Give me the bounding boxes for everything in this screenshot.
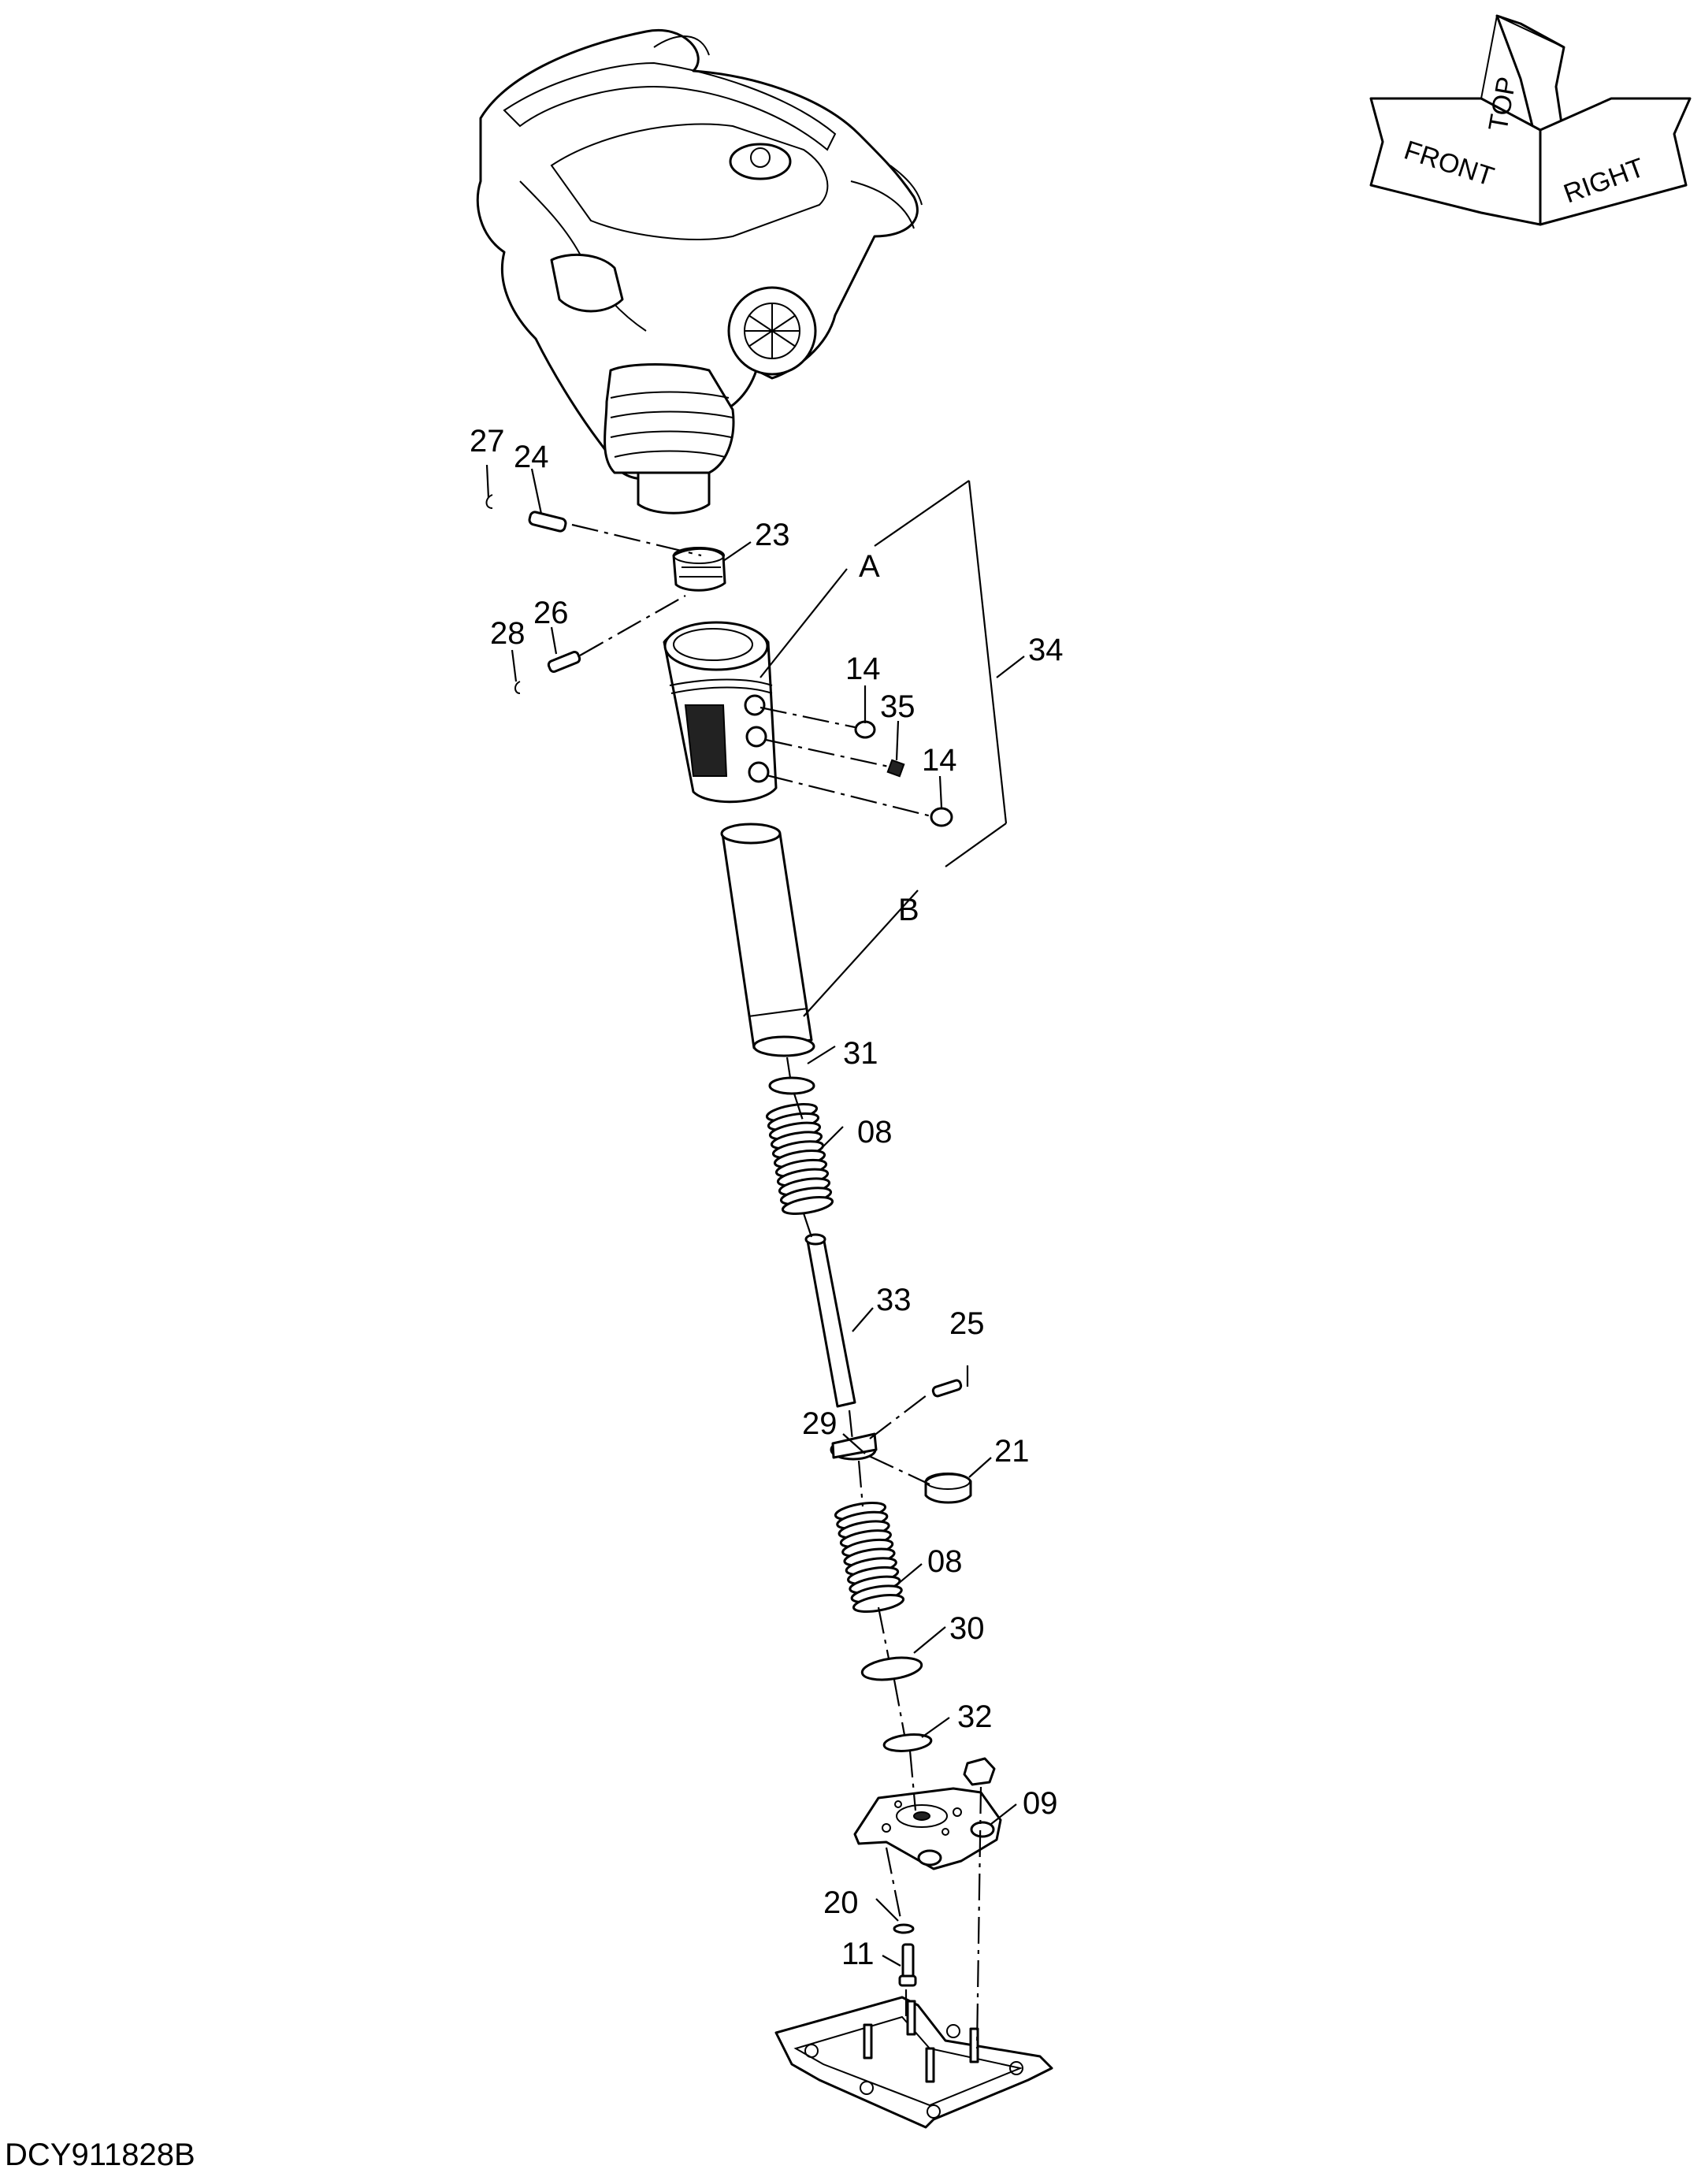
callout-14-upper: 14 [845, 652, 881, 686]
part-09-base-plate [853, 1787, 1002, 1870]
callout-34: 34 [1028, 633, 1064, 667]
callout-08-lower: 08 [927, 1544, 963, 1579]
callout-09: 09 [1023, 1786, 1058, 1821]
part-32-plate [882, 1733, 933, 1752]
center-lines [571, 523, 982, 2049]
part-26-pin [547, 651, 581, 673]
part-08-spring-lower [834, 1502, 905, 1613]
callout-30: 30 [949, 1611, 985, 1646]
part-30-oring [860, 1656, 923, 1681]
spring-coil [781, 1196, 834, 1215]
callout-25: 25 [949, 1306, 985, 1341]
callout-08-upper: 08 [857, 1115, 893, 1150]
callout-21: 21 [994, 1434, 1030, 1469]
part-33-rod [804, 1233, 856, 1408]
part-21-ring [924, 1473, 972, 1504]
part-27-clip [485, 494, 493, 509]
drawing-id: DCY911828B [5, 2138, 195, 2172]
part-23-bushing [672, 547, 726, 592]
hex-nut [963, 1757, 996, 1786]
part-25-pin [931, 1379, 963, 1398]
part-11-bolt [898, 1943, 917, 1987]
part-08-spring-upper [765, 1103, 834, 1215]
callout-24: 24 [514, 440, 549, 474]
foot-plate [774, 1996, 1053, 2129]
leader-lines [485, 464, 1025, 1967]
part-28-clip [514, 681, 521, 694]
callout-14-lower: 14 [922, 743, 957, 778]
callout-23: 23 [755, 518, 790, 552]
part-14-plug-lower [930, 807, 953, 827]
callout-35: 35 [880, 689, 915, 724]
part-31-washer [768, 1076, 815, 1095]
callout-B: B [898, 893, 919, 927]
callout-31: 31 [843, 1036, 878, 1071]
guide-tube [720, 823, 815, 1057]
part-29-collar [830, 1432, 878, 1461]
orientation-indicator: TOP FRONT RIGHT [1369, 14, 1692, 226]
cylinder-housing [663, 621, 778, 804]
part-24-pin [528, 511, 567, 533]
callout-33: 33 [876, 1283, 912, 1317]
callout-32: 32 [957, 1699, 993, 1734]
engine-assembly [476, 29, 923, 514]
callout-labels: 27 24 23 A 28 26 14 35 14 34 B 31 08 33 … [470, 424, 1064, 1971]
callout-27: 27 [470, 424, 505, 459]
callout-29: 29 [802, 1406, 838, 1441]
part-20-washer [893, 1923, 915, 1934]
callout-A: A [859, 549, 880, 584]
callout-26: 26 [533, 596, 569, 630]
callout-20: 20 [823, 1885, 859, 1920]
callout-28: 28 [490, 616, 526, 651]
part-35-nut [886, 759, 905, 778]
callout-11: 11 [841, 1937, 875, 1971]
part-14-plug-upper [854, 720, 876, 739]
